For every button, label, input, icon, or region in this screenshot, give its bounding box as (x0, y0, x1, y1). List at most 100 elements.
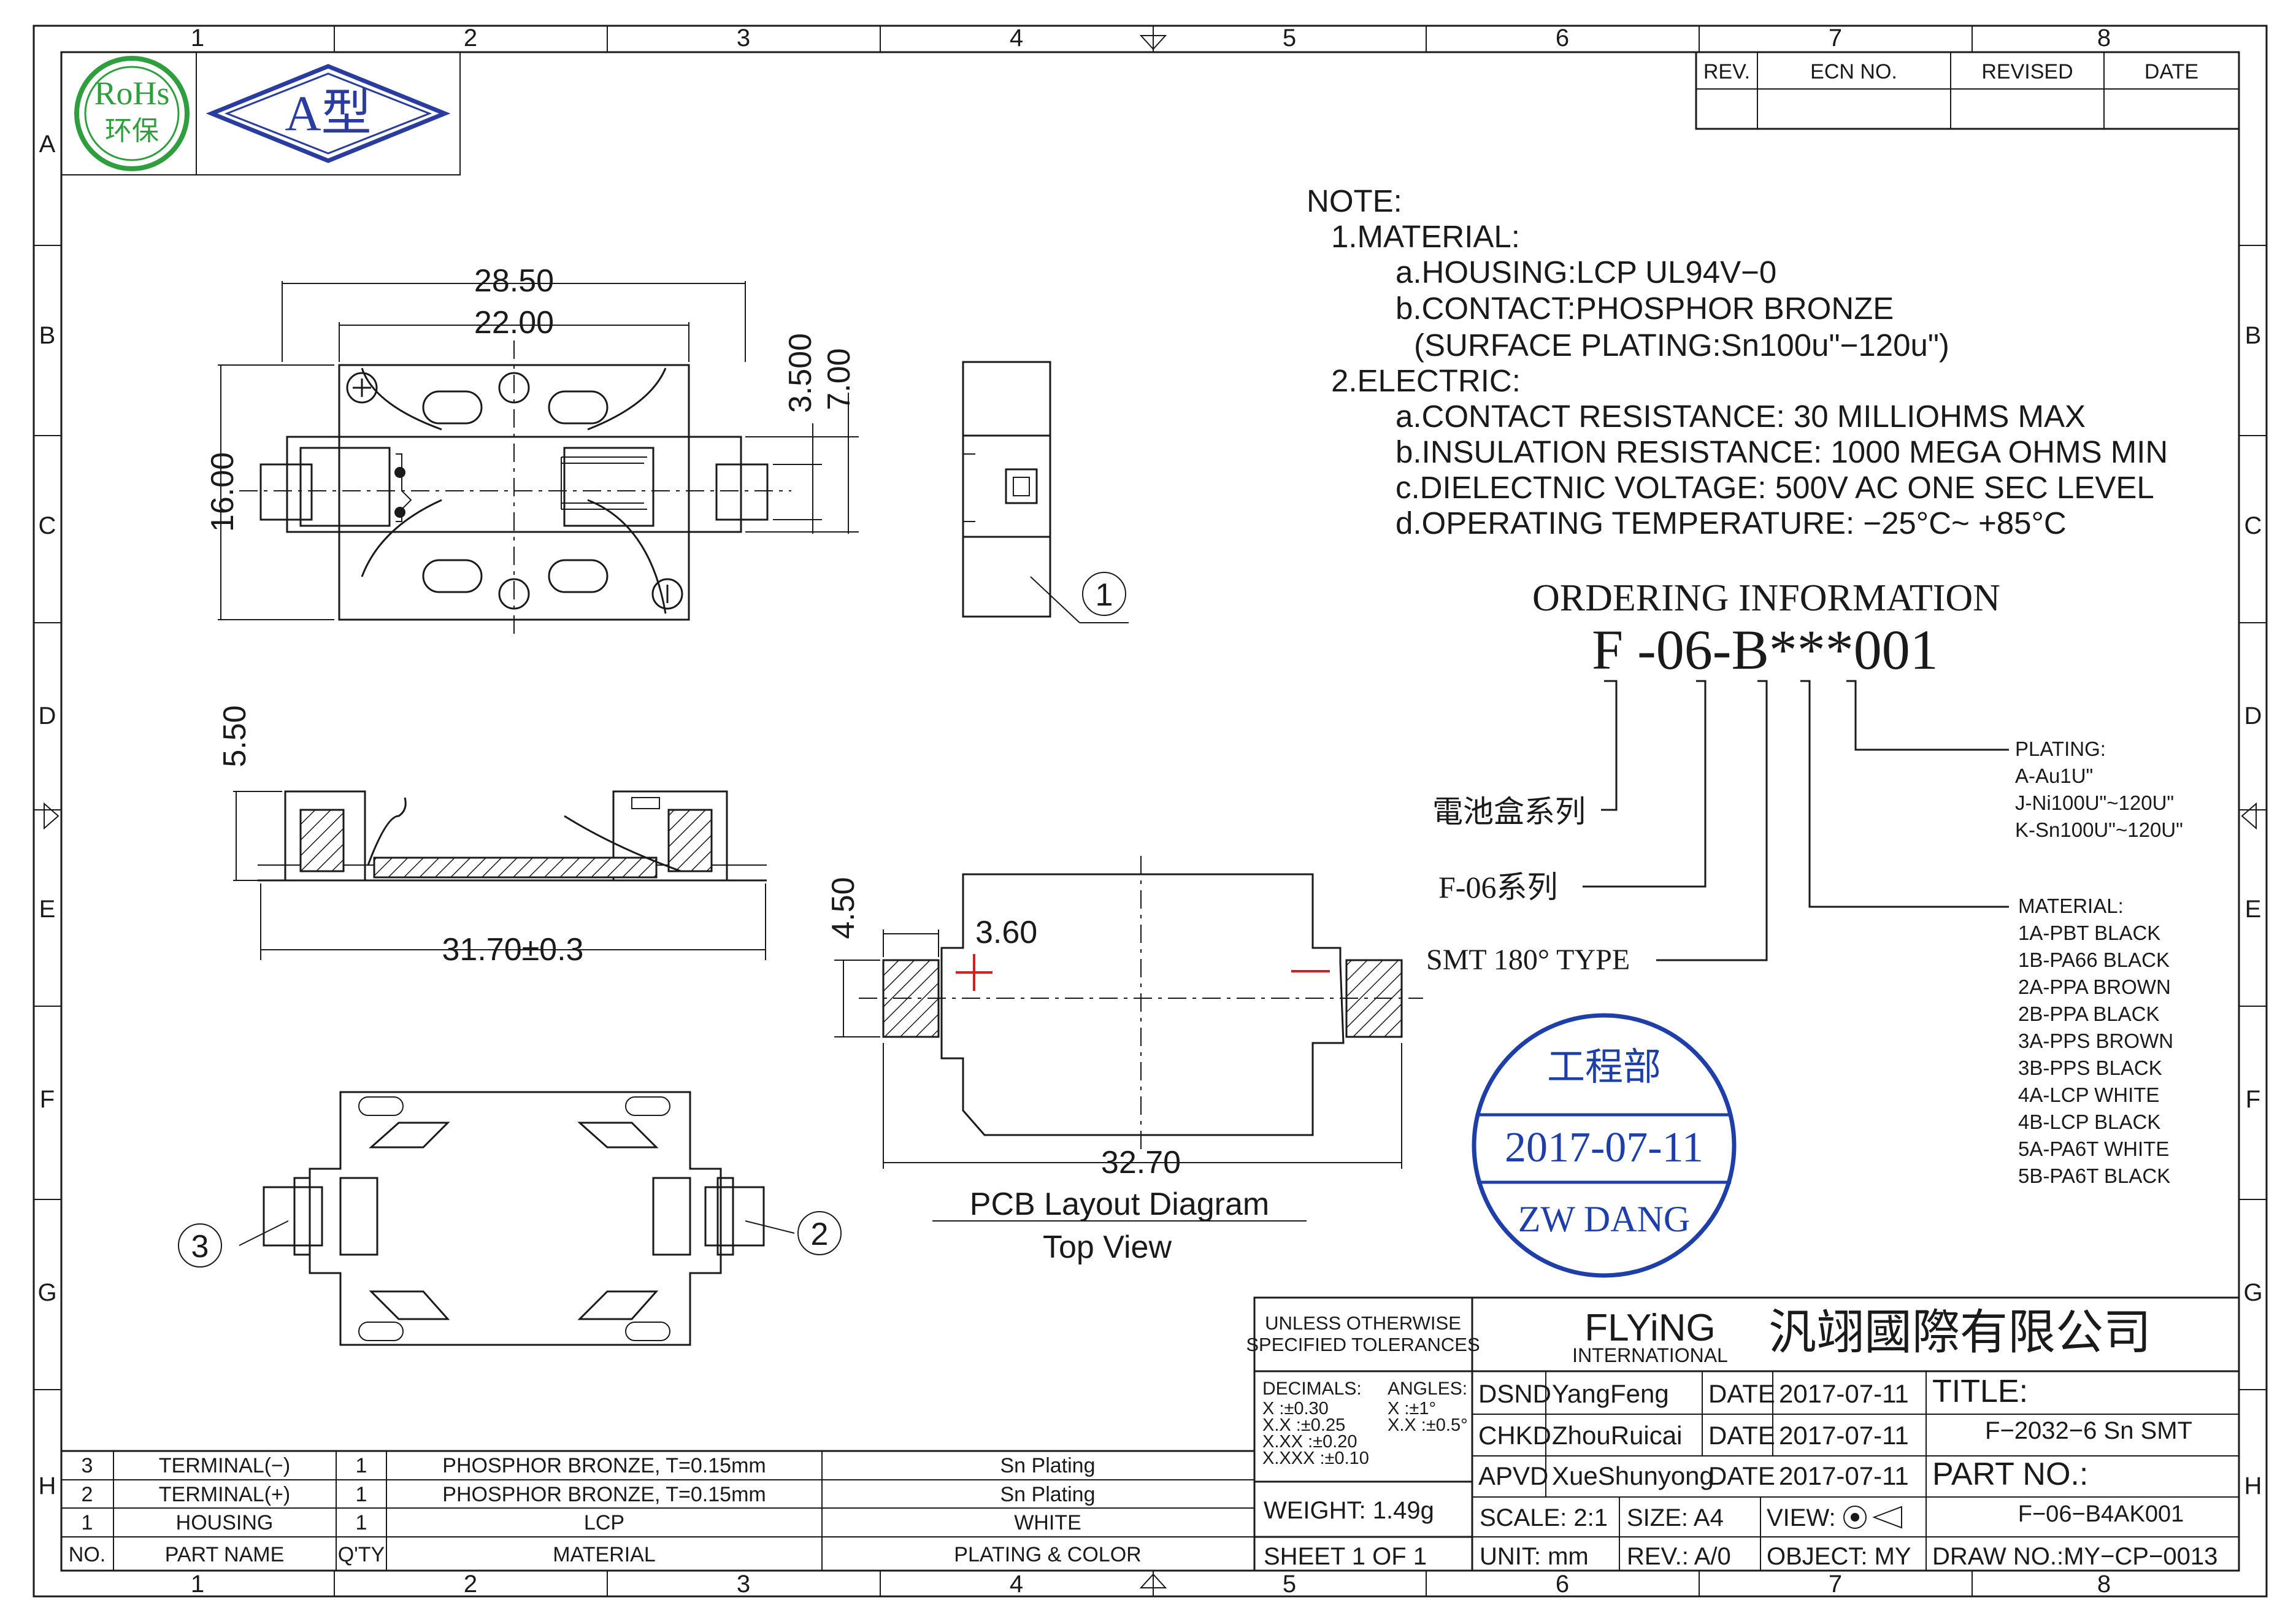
stamp-name: ZW DANG (1518, 1199, 1691, 1239)
angle-row: X :±1° (1388, 1399, 1436, 1418)
chkd-date-label: DATE (1708, 1421, 1775, 1450)
title-block (1253, 1296, 2240, 1572)
plating-option: A-Au1U" (2015, 764, 2093, 787)
col-label-6-bottom: 6 (1556, 1571, 1569, 1598)
note-line: d.OPERATING TEMPERATURE: −25°C~ +85°C (1396, 506, 2067, 541)
dsnd-date: 2017-07-11 (1779, 1379, 1909, 1408)
callout-3: 3 (191, 1229, 209, 1264)
notes: NOTE: 1.MATERIAL: a.HOUSING:LCP UL94V−0 … (1307, 183, 2168, 541)
sheet-frame (33, 25, 2268, 1598)
title-block-text: UNLESS OTHERWISE SPECIFIED TOLERANCES DE… (1246, 1306, 2217, 1570)
notes-heading: NOTE: (1307, 183, 1402, 218)
note-line: c.DIELECTNIC VOLTAGE: 500V AC ONE SEC LE… (1396, 470, 2154, 505)
dsnd-value: YangFeng (1552, 1379, 1669, 1408)
row-label-d-right: D (2244, 702, 2262, 729)
note-line: (SURFACE PLATING:Sn100u"−120u") (1414, 328, 1949, 363)
company-en: FLYiNG (1584, 1307, 1716, 1349)
pcb-caption: PCB Layout Diagram (970, 1187, 1269, 1222)
row-label-g: G (37, 1279, 56, 1306)
company-cn: 汎翊國際有限公司 (1768, 1306, 2151, 1359)
row-label-h: H (39, 1472, 56, 1499)
col-label-5-bottom: 5 (1283, 1571, 1296, 1598)
dim-pcb-length: 32.70 (1101, 1145, 1181, 1180)
dim-pcb-height: 4.50 (826, 877, 861, 939)
part-label: PART NO.: (1932, 1457, 2088, 1492)
decimal-row: X.XX :±0.20 (1262, 1432, 1357, 1452)
draw-number: DRAW NO.:MY−CP−0013 (1932, 1543, 2217, 1570)
plating-option: K-Sn100U"~120U" (2015, 818, 2183, 841)
dsnd-date-label: DATE (1708, 1379, 1775, 1408)
col-label-7-bottom: 7 (1829, 1571, 1842, 1598)
f06-series-label: F-06系列 (1438, 870, 1557, 904)
col-label-8: 8 (2097, 25, 2111, 52)
bom-cell: 1 (356, 1483, 367, 1506)
bom-cell: 3 (82, 1454, 93, 1477)
chkd-label: CHKD (1478, 1421, 1551, 1450)
dsnd-label: DSND (1478, 1379, 1551, 1408)
bom-cell: Sn Plating (1000, 1483, 1096, 1506)
material-option: 2A-PPA BROWN (2018, 976, 2171, 998)
dim-top-height: 16.00 (205, 452, 240, 532)
material-option: 4B-LCP BLACK (2018, 1110, 2160, 1133)
bom-cell: PHOSPHOR BRONZE, T=0.15mm (442, 1454, 766, 1477)
bom-header: PLATING & COLOR (954, 1543, 1141, 1566)
angle-row: X.X :±0.5° (1388, 1415, 1468, 1435)
size: SIZE: A4 (1627, 1504, 1724, 1531)
type-badge: A型 (196, 52, 461, 175)
type-text: A型 (285, 85, 371, 141)
title-label: TITLE: (1932, 1374, 2028, 1409)
col-label-1-bottom: 1 (191, 1571, 204, 1598)
engineering-stamp: 工程部 2017-07-11 ZW DANG (1472, 1013, 1737, 1278)
object: OBJECT: MY (1767, 1543, 1911, 1570)
row-label-g-right: G (2243, 1279, 2262, 1306)
plating-options: PLATING: A-Au1U" J-Ni100U"~120U" K-Sn100… (2015, 737, 2183, 841)
material-options: MATERIAL: 1A-PBT BLACK 1B-PA66 BLACK 2A-… (2018, 895, 2173, 1187)
dim-pcb-pad: 3.60 (975, 915, 1037, 950)
callout-1: 1 (1096, 577, 1113, 613)
row-label-b: B (39, 322, 56, 349)
bom-cell: 2 (82, 1483, 93, 1506)
apvd-date-label: DATE (1708, 1461, 1775, 1490)
bom-cell: 1 (82, 1511, 93, 1534)
row-label-e-right: E (2245, 896, 2262, 923)
material-option: 5B-PA6T BLACK (2018, 1164, 2170, 1187)
part-number: F−06−B4AK001 (2018, 1501, 2184, 1527)
side-view-drawing (233, 790, 767, 960)
material-option: 2B-PPA BLACK (2018, 1002, 2160, 1025)
revision: REV.: A/0 (1627, 1543, 1731, 1570)
bom-cell: WHITE (1014, 1511, 1081, 1534)
end-view-drawing (962, 361, 1129, 623)
sheet-count: SHEET 1 OF 1 (1264, 1543, 1427, 1570)
tolerance-title-1: UNLESS OTHERWISE (1265, 1312, 1461, 1334)
unit: UNIT: mm (1480, 1543, 1589, 1570)
col-label-6: 6 (1556, 25, 1569, 52)
col-label-2: 2 (464, 25, 477, 52)
decimal-row: X.XXX :±0.10 (1262, 1449, 1369, 1468)
stamp-dept: 工程部 (1547, 1047, 1661, 1088)
dim-right-a: 3.500 (783, 333, 818, 413)
angles-label: ANGLES: (1388, 1379, 1467, 1399)
ordering-code: F -06-B***001 (1592, 618, 1938, 681)
note-line: b.CONTACT:PHOSPHOR BRONZE (1396, 291, 1894, 326)
material-option: MATERIAL: (2018, 895, 2124, 917)
rohs-text: RoHs (94, 75, 169, 112)
row-label-e: E (39, 896, 56, 923)
chkd-value: ZhouRuicai (1552, 1421, 1682, 1450)
row-label-c-right: C (2244, 512, 2262, 539)
tolerance-title-2: SPECIFIED TOLERANCES (1246, 1334, 1480, 1355)
decimal-row: X.X :±0.25 (1262, 1415, 1345, 1435)
row-label-b-right: B (2245, 322, 2262, 349)
col-label-2-bottom: 2 (464, 1571, 477, 1598)
series-label: 電池盒系列 (1432, 795, 1586, 829)
bom-cell: TERMINAL(−) (159, 1454, 290, 1477)
view-label: VIEW: (1767, 1504, 1836, 1531)
note-line: a.HOUSING:LCP UL94V−0 (1396, 255, 1776, 290)
bom-cell: PHOSPHOR BRONZE, T=0.15mm (442, 1483, 766, 1506)
dim-side-length: 31.70±0.3 (442, 932, 584, 968)
weight: WEIGHT: 1.49g (1264, 1497, 1434, 1524)
decimal-row: X :±0.30 (1262, 1399, 1329, 1418)
decimals-label: DECIMALS: (1262, 1379, 1362, 1399)
apvd-date: 2017-07-11 (1779, 1461, 1909, 1490)
rev-header: REV. (1703, 60, 1750, 83)
